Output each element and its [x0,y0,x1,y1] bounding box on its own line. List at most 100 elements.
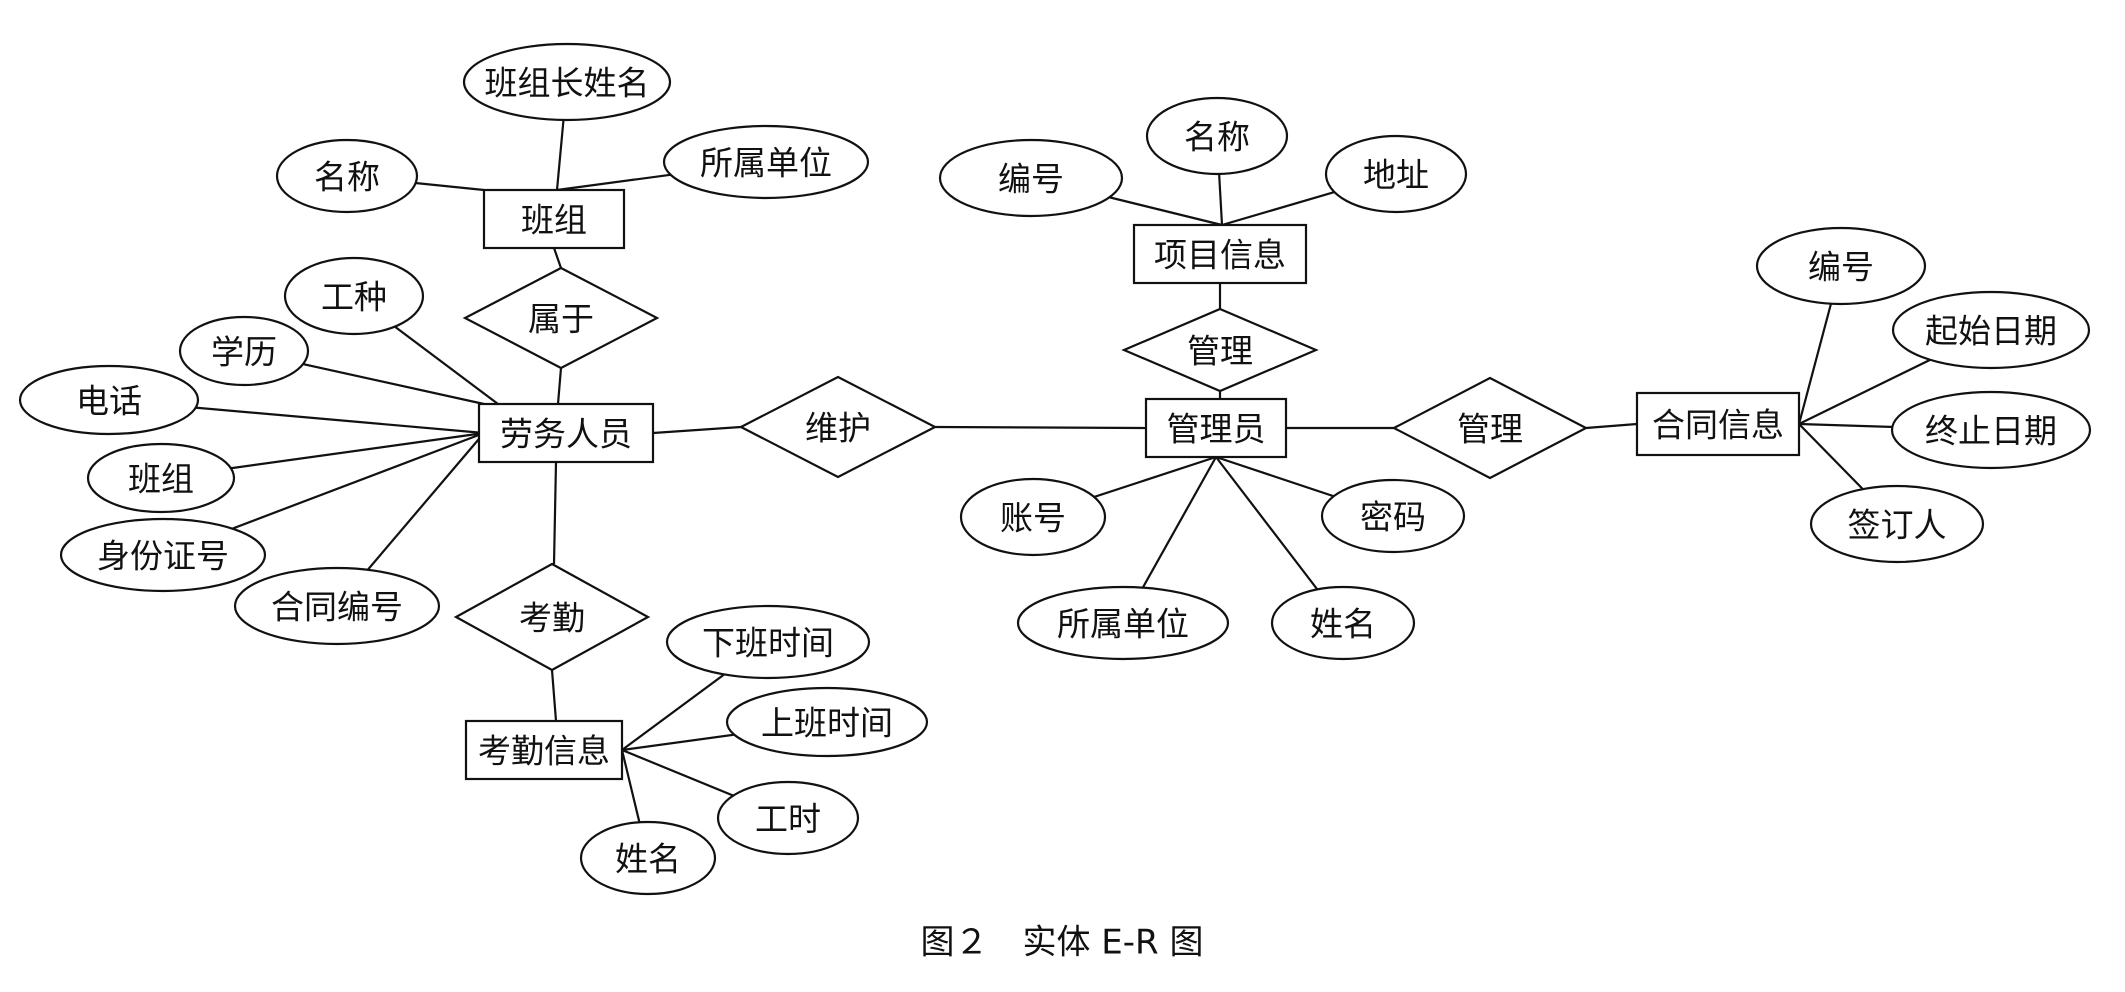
attribute-a_lw_dianhua: 电话 [18,364,200,436]
attribute-a_bz_zhang: 班组长姓名 [462,42,672,122]
attribute-label: 账号 [1000,499,1066,538]
attribute-a_bz_danwei: 所属单位 [662,124,870,200]
attribute-ellipse [725,686,929,758]
attribute-ellipse [959,477,1107,557]
relationship-label: 属于 [528,300,594,339]
attribute-a_kq_xiaban: 下班时间 [665,604,871,680]
relationship-rel_guanli2: 管理 [1391,376,1589,480]
attribute-label: 上班时间 [761,704,893,743]
relationship-diamond [1121,307,1319,393]
attribute-a_lw_xueli: 学历 [178,315,310,387]
attribute-ellipse [1809,484,1985,564]
attribute-ellipse [665,604,871,680]
attribute-label: 编号 [998,160,1064,199]
attribute-label: 所属单位 [1057,605,1189,644]
relationship-rel_kaoqin: 考勤 [453,562,651,672]
attribute-a_xm_dizhi: 地址 [1324,134,1468,214]
attribute-label: 班组长姓名 [485,64,650,103]
relationship-label: 考勤 [519,599,585,638]
attribute-ellipse [462,42,672,122]
entity-label: 管理员 [1167,410,1266,449]
attribute-a_ht_qianding: 签订人 [1809,484,1985,564]
attribute-a_gly_zhanghao: 账号 [959,477,1107,557]
entity-label: 项目信息 [1154,236,1286,275]
attribute-ellipse [18,364,200,436]
relationship-connector [552,461,558,565]
attribute-label: 工种 [321,278,387,317]
attribute-a_lw_banzu: 班组 [86,442,236,514]
attribute-ellipse [1324,134,1468,214]
relationship-diamond [453,562,651,672]
attribute-a_gly_danwei: 所属单位 [1016,585,1230,661]
entity-label: 合同信息 [1652,406,1784,445]
attribute-a_lw_gongzhong: 工种 [283,256,425,336]
relationship-label: 管理 [1187,332,1253,371]
relationship-connector [550,669,558,722]
attribute-a_lw_sfz: 身份证号 [59,517,267,593]
attribute-a_ht_zhongzhi: 终止日期 [1890,390,2092,470]
relationship-connector [652,425,742,435]
attribute-label: 合同编号 [271,588,403,627]
attribute-ellipse [59,517,267,593]
attribute-a_ht_bianhao: 编号 [1755,226,1927,306]
attribute-a_bz_mingcheng: 名称 [275,138,419,214]
attribute-ellipse [716,780,860,856]
entity-box [482,188,626,250]
attribute-ellipse [1270,585,1416,661]
attribute-ellipse [1890,390,2092,470]
entity-guanliyuan: 管理员 [1144,397,1288,459]
attribute-a_kq_gongshi: 工时 [716,780,860,856]
attribute-ellipse [938,138,1124,218]
attribute-label: 签订人 [1848,506,1947,545]
attribute-a_gly_xingming: 姓名 [1270,585,1416,661]
entity-xiangmu: 项目信息 [1132,223,1308,285]
attribute-label: 名称 [314,158,380,197]
attribute-ellipse [1755,226,1927,306]
entity-laowu: 劳务人员 [477,402,655,464]
entity-box [464,719,624,781]
attribute-a_xm_bianhao: 编号 [938,138,1124,218]
attribute-a_kq_shangban: 上班时间 [725,686,929,758]
attribute-label: 工时 [755,800,821,839]
entity-label: 班组 [521,201,587,240]
relationship-connector [934,425,1147,430]
attribute-label: 下班时间 [702,624,834,663]
relationship-diamond [462,266,660,370]
attribute-ellipse [86,442,236,514]
entity-box [1132,223,1308,285]
attribute-label: 姓名 [615,840,681,879]
attribute-ellipse [283,256,425,336]
relationship-rel_weihu: 维护 [738,375,938,479]
entity-box [1144,397,1288,459]
attribute-label: 编号 [1808,248,1874,287]
attribute-label: 身份证号 [97,537,229,576]
relationship-connector [552,247,563,269]
attribute-ellipse [275,138,419,214]
attribute-ellipse [1891,290,2091,370]
attribute-ellipse [662,124,870,200]
relationship-rel_shuyu: 属于 [462,266,660,370]
attribute-a_gly_mima: 密码 [1320,478,1466,554]
attribute-label: 起始日期 [1925,312,2057,351]
relationship-diamond [738,375,938,479]
entity-box [1635,391,1801,457]
attribute-label: 密码 [1360,498,1426,537]
attribute-label: 班组 [128,460,194,499]
attribute-a_lw_hetong: 合同编号 [233,566,441,646]
attribute-label: 地址 [1363,156,1429,195]
figure-caption: 图２ 实体 E-R 图 [921,923,1204,963]
attribute-label: 学历 [211,333,277,372]
entity-label: 劳务人员 [500,415,632,454]
attribute-ellipse [1320,478,1466,554]
attribute-a_kq_xingming: 姓名 [579,820,717,896]
entity-kaoqin_info: 考勤信息 [464,719,624,781]
attribute-ellipse [233,566,441,646]
entity-banzu: 班组 [482,188,626,250]
relationship-label: 维护 [805,409,871,448]
attribute-a_xm_mingcheng: 名称 [1145,96,1289,176]
attribute-label: 姓名 [1310,605,1376,644]
entity-label: 考勤信息 [478,732,610,771]
entity-box [477,402,655,464]
attribute-ellipse [579,820,717,896]
